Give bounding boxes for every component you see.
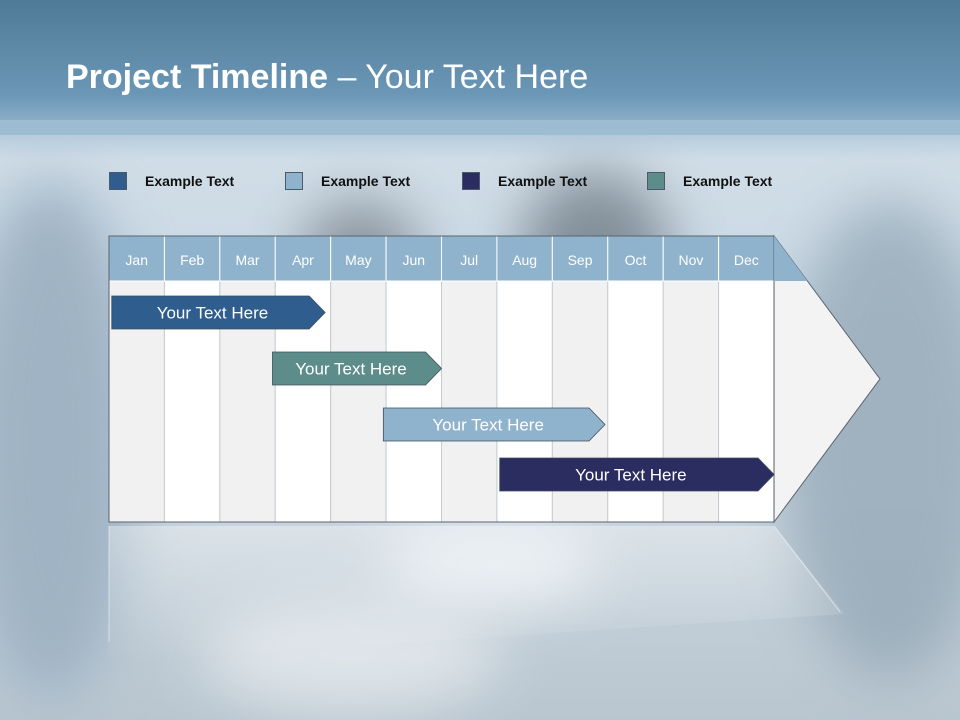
month-header-cell xyxy=(219,235,276,282)
legend-item: Example Text xyxy=(647,171,772,191)
page-title: Project Timeline – Your Text Here xyxy=(66,58,588,97)
task-bar xyxy=(111,295,326,330)
legend-item: Example Text xyxy=(285,171,410,191)
month-label: Sep xyxy=(568,252,593,268)
month-header-cell xyxy=(274,235,332,282)
month-label: Dec xyxy=(734,252,759,268)
month-header-cell xyxy=(551,235,609,282)
title-banner-fade xyxy=(0,120,960,160)
month-label: Mar xyxy=(235,252,259,268)
month-label: Jan xyxy=(125,252,148,268)
reflection-edge xyxy=(773,525,841,613)
reflection-shape xyxy=(109,526,845,662)
task-bar-label: Your Text Here xyxy=(575,466,687,485)
month-label: May xyxy=(345,252,371,268)
month-header-cell xyxy=(163,235,221,282)
legend-item: Example Text xyxy=(109,171,234,191)
arrow-head-band xyxy=(774,236,808,281)
task-bar xyxy=(382,407,606,442)
month-label: Nov xyxy=(678,252,703,268)
month-label: Jul xyxy=(460,252,478,268)
title-banner xyxy=(0,0,960,135)
legend-swatch xyxy=(109,172,127,190)
legend-label: Example Text xyxy=(321,173,411,189)
title-rest: – Your Text Here xyxy=(328,58,589,96)
month-column xyxy=(385,280,443,523)
arrow-head xyxy=(773,234,881,524)
month-label: Oct xyxy=(625,252,647,268)
task-bar-label: Your Text Here xyxy=(295,360,407,379)
month-label: Apr xyxy=(292,252,314,268)
legend-swatch xyxy=(462,172,480,190)
month-header-cell xyxy=(718,235,775,282)
month-column xyxy=(330,280,387,523)
legend-item: Example Text xyxy=(462,171,587,191)
month-column xyxy=(441,280,498,523)
timeline-reflection xyxy=(108,525,845,662)
task-bar xyxy=(272,351,443,386)
month-label: Feb xyxy=(180,252,204,268)
legend-label: Example Text xyxy=(683,173,773,189)
month-header-cell xyxy=(607,235,664,282)
legend-swatch xyxy=(647,172,665,190)
legend-label: Example Text xyxy=(498,173,588,189)
task-bar-label: Your Text Here xyxy=(157,304,269,323)
task-bar-label: Your Text Here xyxy=(432,416,544,435)
month-labels: Jan Feb Mar Apr May Jun Jul Aug Sep Oct Nov Dec xyxy=(125,252,758,268)
month-label: Aug xyxy=(512,252,537,268)
legend-label: Example Text xyxy=(145,173,235,189)
month-label: Jun xyxy=(403,252,426,268)
title-bold: Project Timeline xyxy=(66,58,329,96)
task-bar xyxy=(499,457,775,492)
legend-swatch xyxy=(285,172,303,190)
timeline-arrow xyxy=(773,234,881,524)
month-header-cell xyxy=(662,235,720,282)
